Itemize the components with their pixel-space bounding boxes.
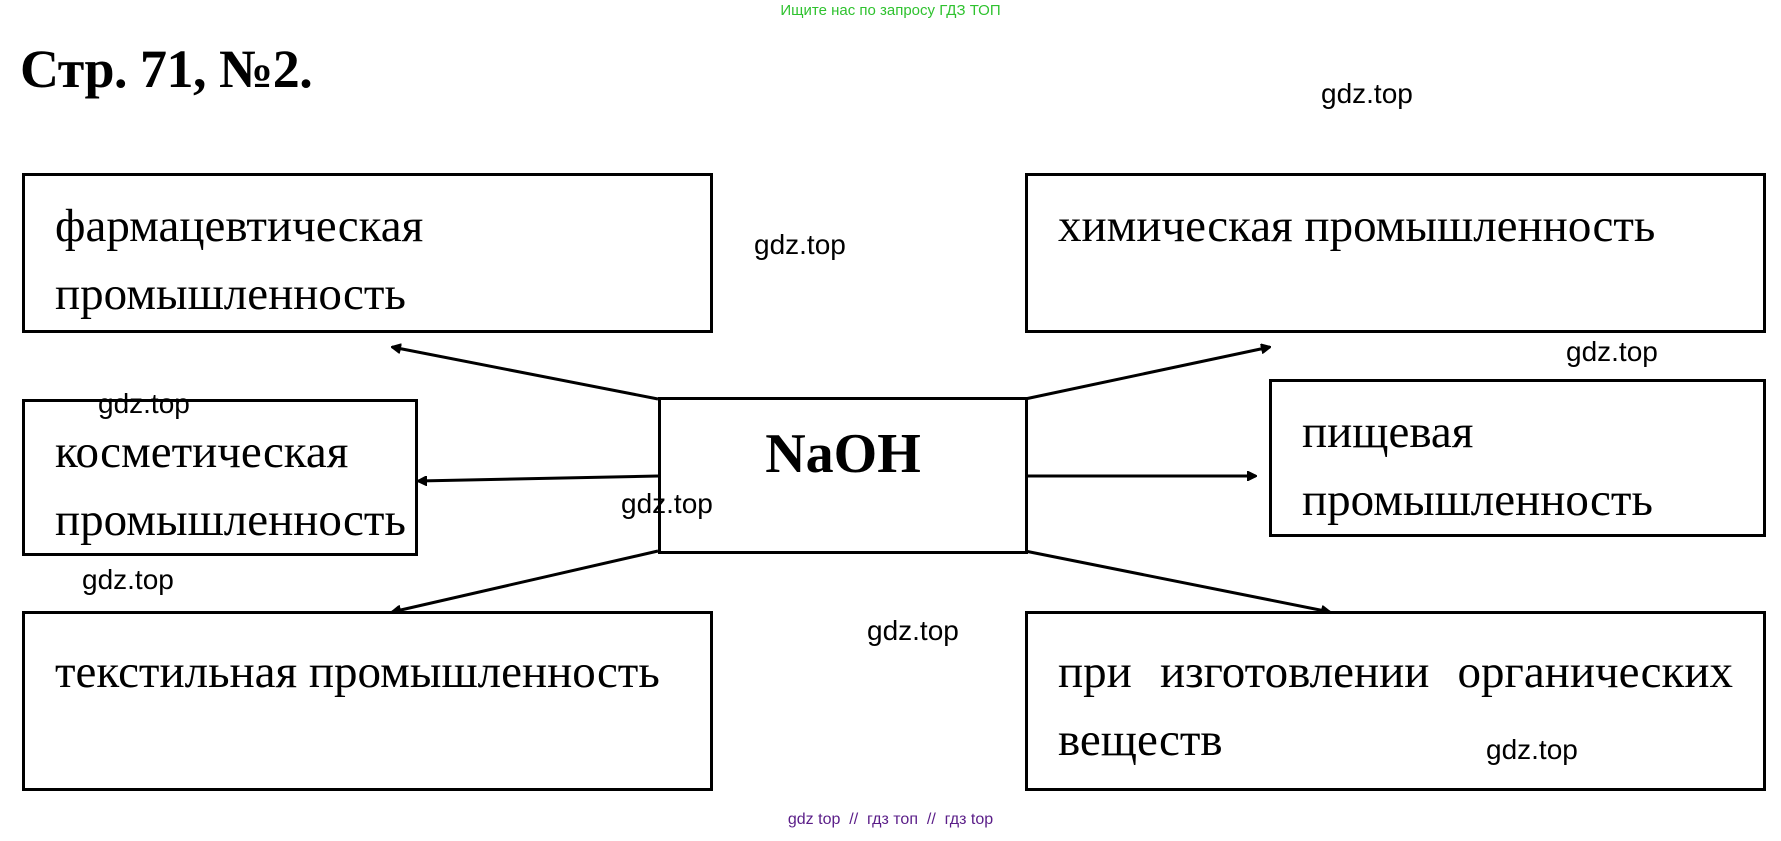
arrow-bottom-left [392,549,659,612]
box-text: косметическая промышленность [55,426,406,546]
watermark: gdz.top [82,564,174,595]
box-food: пищевая промышленность [1269,379,1766,537]
box-naoh: NaOH [658,397,1028,554]
watermark: gdz.top [754,229,846,260]
box-text: химическая промышленность [1058,200,1656,252]
bottom-banner[interactable]: gdz top // гдз топ // гдз top [787,811,994,828]
watermark: gdz.top [98,388,190,419]
box-textile: текстильная промышленность [22,611,713,791]
arrow-top-left [392,347,659,401]
watermark: gdz.top [1566,336,1658,367]
box-pharmaceutical: фармацевтическая промышленность [22,173,713,333]
box-chemical: химическая промышленность [1025,173,1766,333]
watermark: gdz.top [867,615,959,646]
box-text: текстильная промышленность [55,646,660,698]
top-banner[interactable]: Ищите нас по запросу ГДЗ ТОП [780,2,1001,19]
watermark: gdz.top [1486,734,1578,765]
box-text: пищевая промышленность [1302,406,1653,526]
page-title: Стр. 71, №2. [20,39,313,99]
box-cosmetic: косметическая промышленность [22,399,418,556]
naoh-label: NaOH [765,423,921,485]
box-text: фармацевтическая промышленность [55,200,424,320]
arrow-middle-left [418,474,659,481]
watermark: gdz.top [621,488,713,519]
arrow-bottom-right [1024,549,1330,612]
arrow-top-right [1024,347,1270,401]
box-organic: при изготовлении органических веществ [1025,611,1766,791]
box-text: при изготовлении органических веществ [1058,646,1733,766]
watermark: gdz.top [1321,78,1413,109]
